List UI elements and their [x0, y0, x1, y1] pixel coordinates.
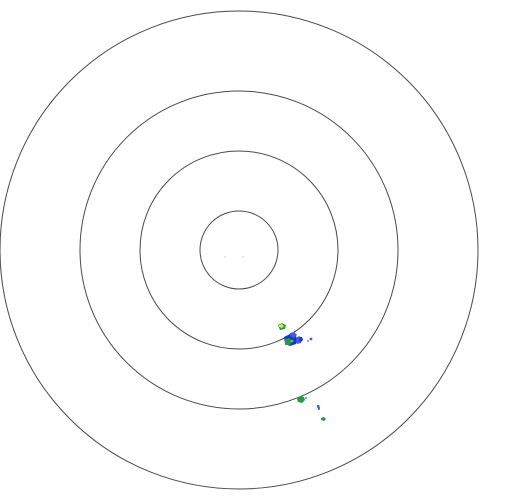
- precipitation-echoes: [278, 323, 326, 421]
- echo-cell: [307, 340, 309, 342]
- range-ring-3: [79, 90, 399, 410]
- center-dot: [224, 256, 226, 258]
- echo-cell: [290, 332, 297, 338]
- echo-cell: [309, 337, 313, 341]
- echo-cell: [321, 417, 326, 421]
- echo-cell: [290, 339, 294, 343]
- center-dot: [242, 256, 244, 258]
- range-ring-1: [199, 210, 279, 290]
- echo-cell: [285, 338, 292, 345]
- echo-cell: [297, 396, 305, 403]
- center-marks: [224, 256, 244, 258]
- range-ring-2: [139, 150, 339, 350]
- echo-cell: [279, 324, 284, 328]
- echo-cell: [318, 408, 320, 410]
- echo-cell: [299, 337, 303, 342]
- range-rings: [0, 10, 479, 490]
- echo-cell: [305, 397, 307, 399]
- range-ring-4: [0, 10, 479, 490]
- echo-cell: [317, 405, 320, 409]
